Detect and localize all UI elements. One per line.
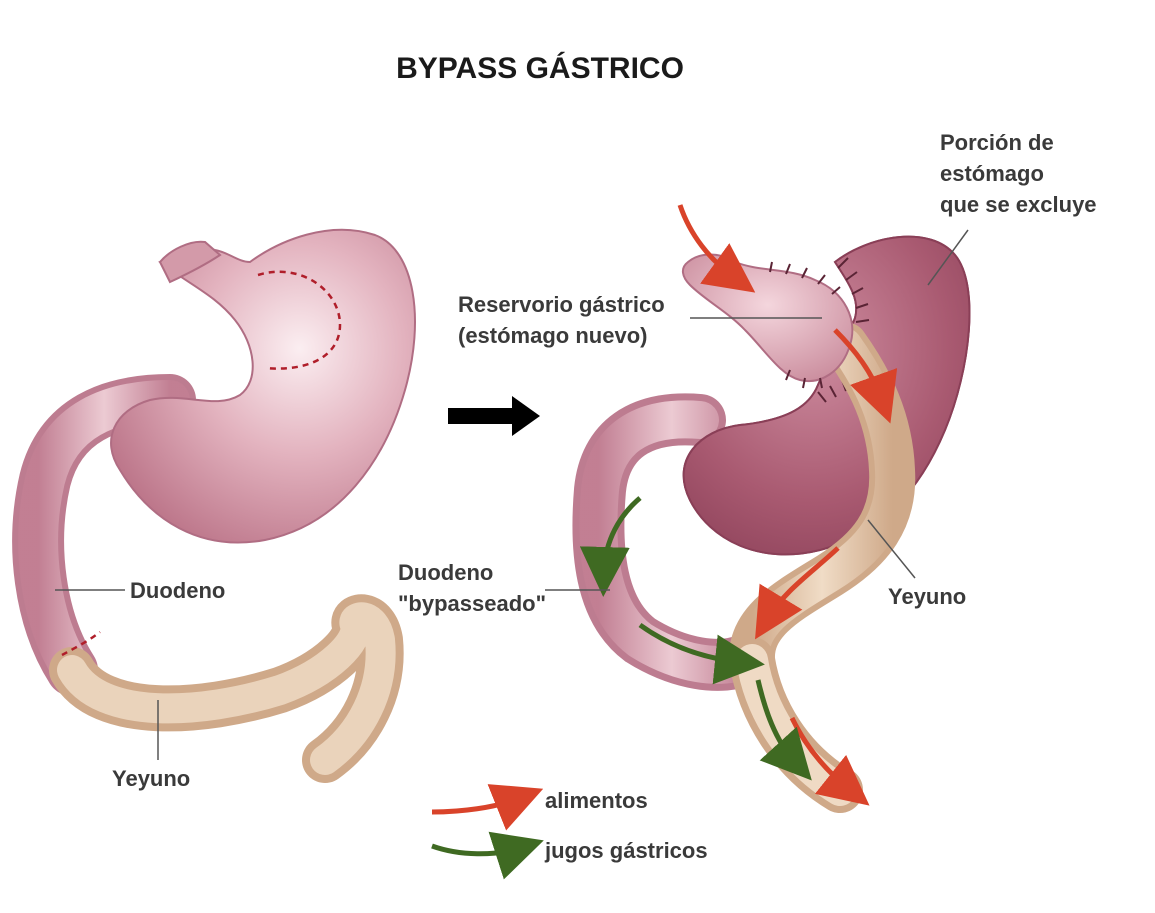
diagram-title: BYPASS GÁSTRICO	[396, 51, 684, 85]
food-arrow-entry	[677, 204, 756, 293]
stomach-left	[110, 228, 416, 544]
label-yeyuno-right: Yeyuno	[888, 584, 966, 609]
label-reservorio-line2: (estómago nuevo)	[458, 323, 647, 348]
food-arrow-exit	[789, 716, 870, 806]
juice-arrow-junction	[638, 622, 765, 685]
label-yeyuno-left: Yeyuno	[112, 766, 190, 791]
label-porcion-line1: Porción de	[940, 130, 1054, 155]
label-duodeno-right-line1: Duodeno	[398, 560, 493, 585]
leader-yeyuno-right	[867, 519, 916, 579]
legend-juice-label: jugos gástricos	[544, 838, 708, 863]
legend: alimentos jugos gástricos	[431, 784, 708, 880]
legend-food-label: alimentos	[545, 788, 648, 813]
normal-stomach-illustration	[12, 228, 416, 783]
food-arrow-pouch	[833, 328, 898, 424]
label-reservorio-line1: Reservorio gástrico	[458, 292, 665, 317]
legend-food-arrow-icon	[431, 784, 544, 831]
direction-arrow	[448, 396, 540, 436]
food-arrow-limb	[755, 546, 840, 640]
legend-juice-arrow-icon	[431, 831, 544, 880]
juice-arrow-duodenum	[579, 496, 642, 597]
label-duodeno-left: Duodeno	[130, 578, 225, 603]
label-duodeno-right-line2: "bypasseado"	[398, 591, 546, 616]
pouch-cut-line	[257, 270, 342, 370]
leader-porcion	[927, 229, 969, 286]
label-porcion-line3: que se excluye	[940, 192, 1097, 217]
label-porcion-line2: estómago	[940, 161, 1044, 186]
juice-arrow-exit	[755, 679, 812, 781]
